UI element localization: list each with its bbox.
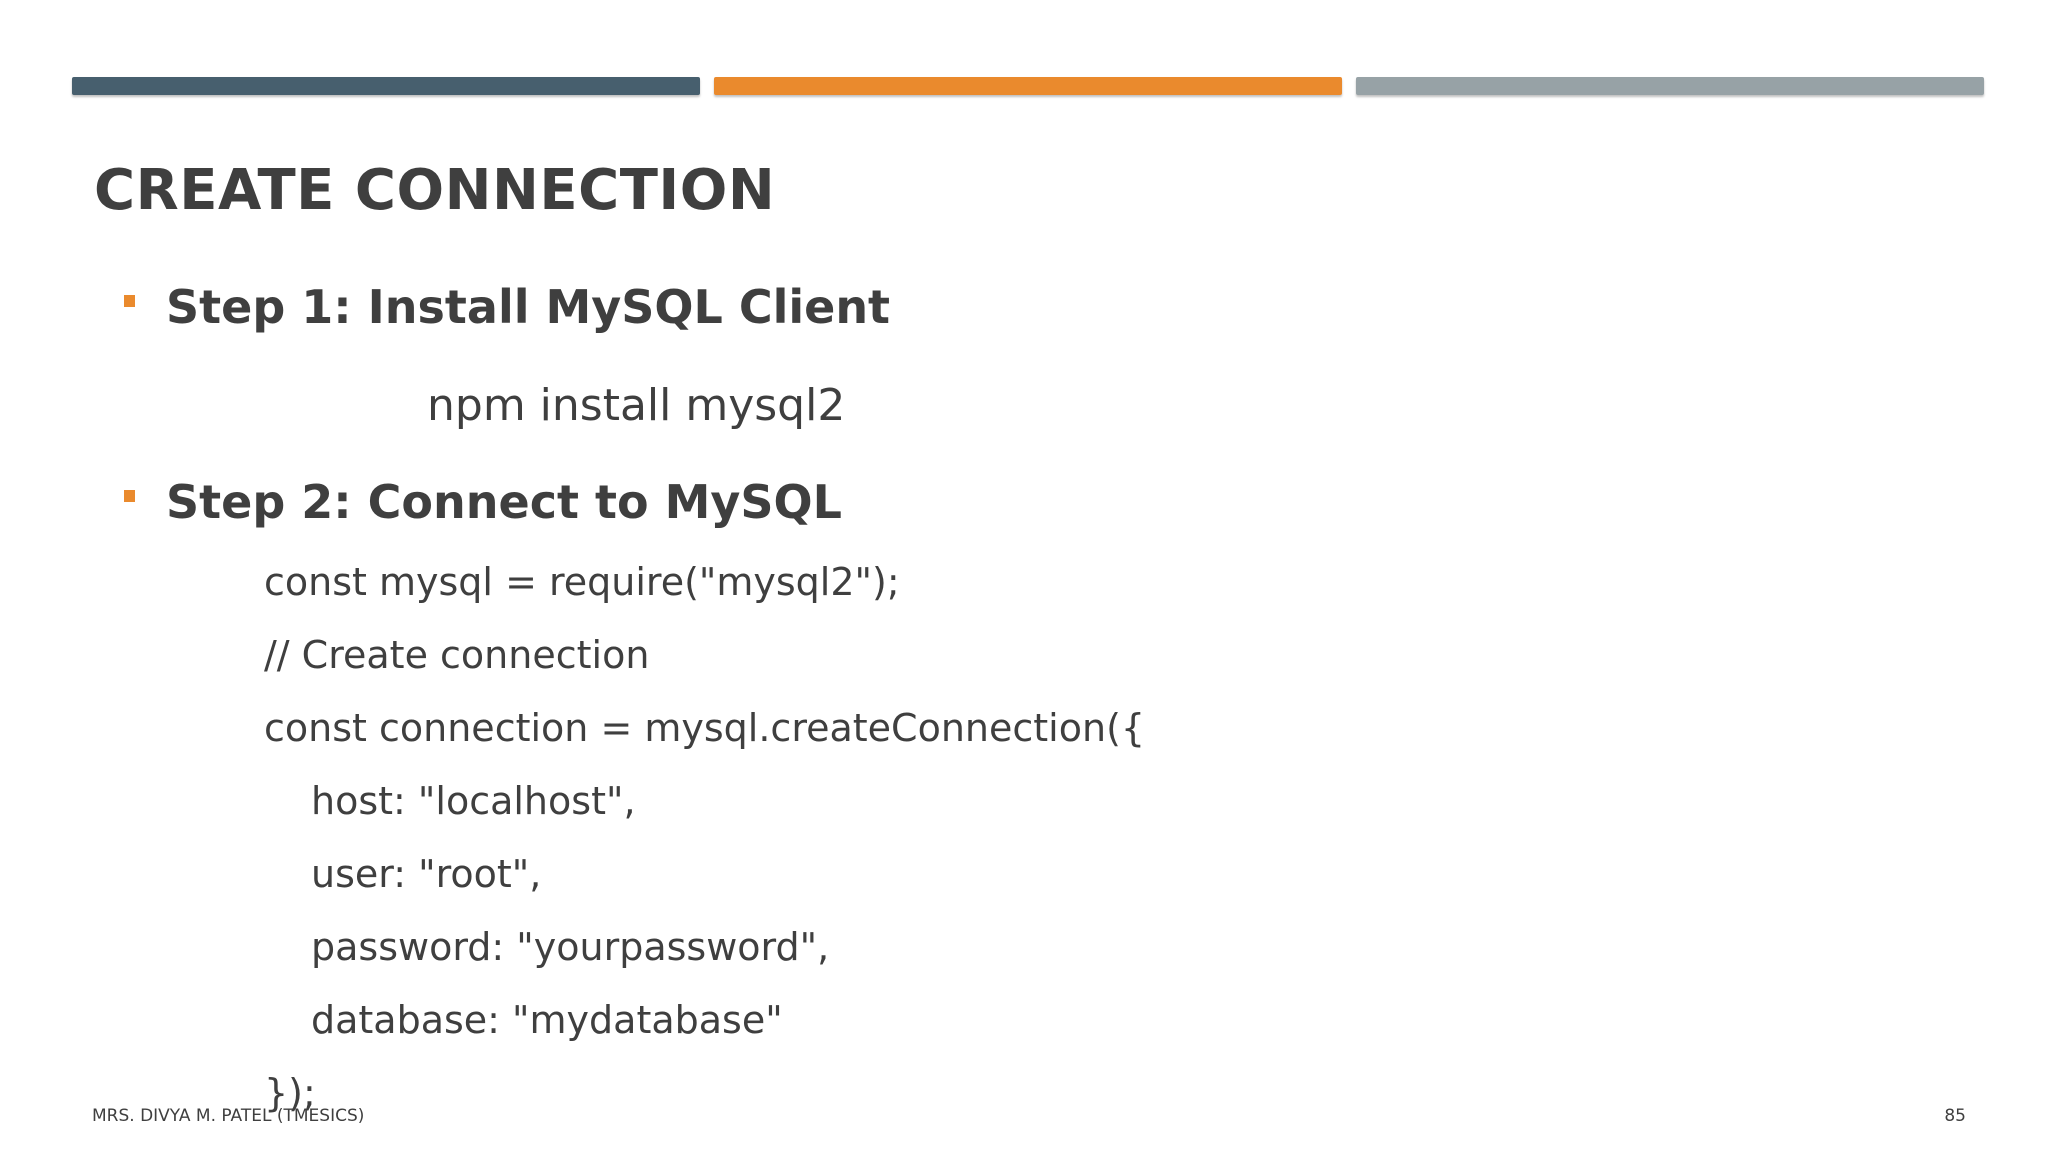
page-number: 85 xyxy=(1944,1106,1966,1126)
slide-title: CREATE CONNECTION xyxy=(94,158,776,223)
code-line-password: password: "yourpassword", xyxy=(311,925,830,969)
footer-author: MRS. DIVYA M. PATEL (TMESICS) xyxy=(92,1106,365,1126)
npm-install-command: npm install mysql2 xyxy=(427,380,846,431)
code-line-comment: // Create connection xyxy=(264,633,650,677)
code-line-close: }); xyxy=(264,1071,316,1115)
step-1-heading: Step 1: Install MySQL Client xyxy=(166,280,891,334)
top-accent-bar-gray xyxy=(1356,77,1984,95)
top-accent-bar-slate xyxy=(72,77,700,95)
step-2-heading: Step 2: Connect to MySQL xyxy=(166,475,842,529)
code-line-require: const mysql = require("mysql2"); xyxy=(264,560,900,604)
square-bullet-icon xyxy=(124,295,135,307)
code-line-user: user: "root", xyxy=(311,852,542,896)
top-accent-bar-orange xyxy=(714,77,1342,95)
code-line-database: database: "mydatabase" xyxy=(311,998,783,1042)
square-bullet-icon xyxy=(124,490,135,502)
code-line-host: host: "localhost", xyxy=(311,779,636,823)
code-line-create-connection: const connection = mysql.createConnectio… xyxy=(264,706,1146,750)
